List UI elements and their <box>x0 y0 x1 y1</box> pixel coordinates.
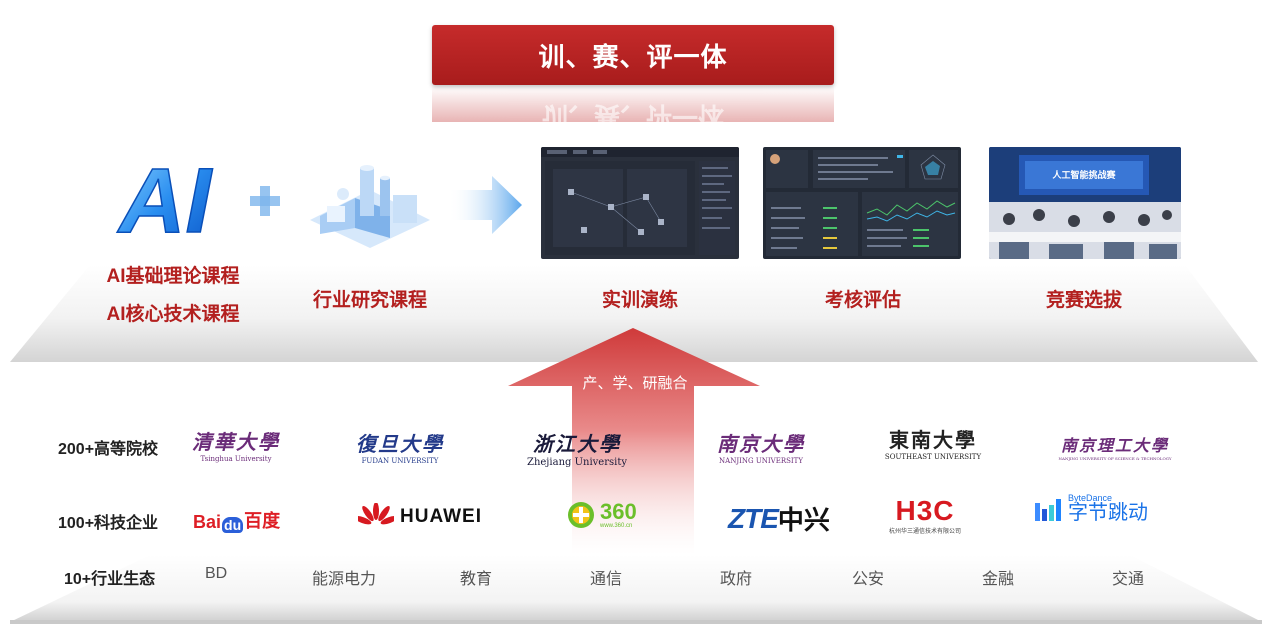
ecosystem-item-finance: 金融 <box>982 571 1015 588</box>
bytedance-bars-icon <box>1035 499 1061 521</box>
fudan-logo: 復旦大學 FUDAN UNIVERSITY <box>356 432 444 465</box>
competition-photo: 人工智能挑战赛 <box>989 147 1181 259</box>
ai-basic-course-label: AI基础理论课程 <box>106 266 240 287</box>
zhejiang-logo: 浙江大學 Zhejiang University <box>527 432 627 468</box>
factory-illustration <box>305 150 435 250</box>
banner-reflection: 训、赛、评一体 <box>432 86 834 122</box>
compete-label: 竞赛选拔 <box>1045 290 1122 311</box>
southeast-logo: 東南大學 SOUTHEAST UNIVERSITY <box>884 428 982 461</box>
integration-label: 产、学、研融合 <box>582 374 688 392</box>
ai-logo: AI <box>115 149 215 253</box>
ai-core-course-label: AI核心技术课程 <box>106 304 240 325</box>
ai-course-labels: AI基础理论课程 AI核心技术课程 <box>78 262 268 338</box>
industry-course-label: 行业研究课程 <box>312 290 427 311</box>
ecosystem-item-transport: 交通 <box>1112 571 1145 588</box>
njust-logo: 南京理工大學 NANJING UNIVERSITY OF SCIENCE & T… <box>1058 436 1172 461</box>
assessment-dashboard-screenshot <box>763 147 961 259</box>
baidu-logo: Bai du 百度 <box>193 511 281 533</box>
assess-label: 考核评估 <box>824 290 901 311</box>
ecosystem-title: 10+行业生态 <box>64 571 156 588</box>
q360-logo: 360 www.360.cn <box>566 500 637 530</box>
q360-globe-icon <box>568 502 594 528</box>
bytedance-logo: ByteDance 字节跳动 <box>1034 494 1148 523</box>
ecosystem-item-police: 公安 <box>852 571 885 588</box>
practice-label: 实训演练 <box>601 290 678 311</box>
huawei-logo: HUAWEI <box>358 503 482 531</box>
flow-arrow <box>448 176 522 234</box>
zte-logo: ZTE 中兴 <box>728 502 830 536</box>
baidu-paw-icon: du <box>222 517 244 533</box>
ecosystem-item-education: 教育 <box>460 571 493 588</box>
banner-title: 训、赛、评一体 <box>432 25 834 85</box>
competition-screen-text: 人工智能挑战赛 <box>1051 169 1116 181</box>
h3c-logo: H3C 杭州华三通信技术有限公司 <box>888 495 961 536</box>
ecosystem-item-government: 政府 <box>720 571 753 588</box>
universities-title: 200+高等院校 <box>58 441 159 458</box>
upper-platform <box>10 265 1258 362</box>
ecosystem-item-energy: 能源电力 <box>312 571 377 588</box>
lower-platform <box>10 555 1262 622</box>
ecosystem-item-bd: BD <box>205 565 228 582</box>
plus-icon <box>250 186 280 216</box>
tsinghua-logo: 清華大學 Tsinghua University <box>192 430 280 463</box>
integration-arrow <box>508 328 760 555</box>
practice-screenshot <box>541 147 739 259</box>
huawei-petal-icon <box>358 503 394 525</box>
nanjing-logo: 南京大學 NANJING UNIVERSITY <box>717 432 805 465</box>
companies-title: 100+科技企业 <box>58 515 159 532</box>
ai-logo-text: AI <box>117 150 213 245</box>
lower-platform-shade <box>10 620 1262 624</box>
ecosystem-item-telecom: 通信 <box>590 571 623 588</box>
